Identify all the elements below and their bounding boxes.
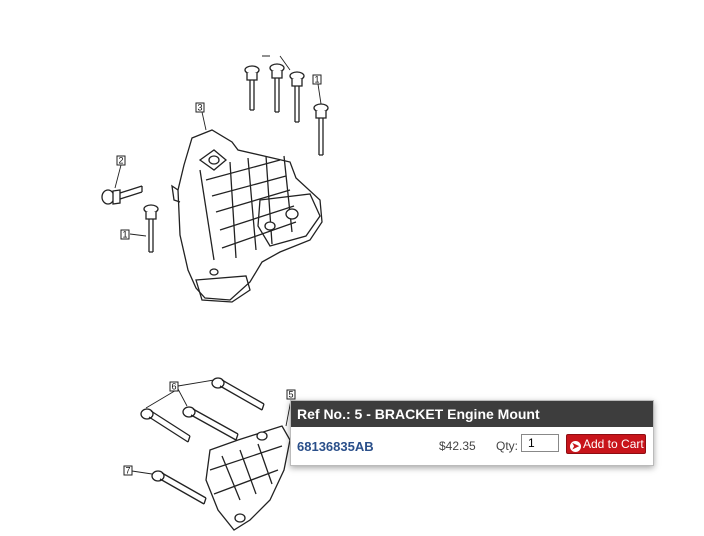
add-to-cart-label: Add to Cart <box>583 436 644 451</box>
bolt[interactable] <box>211 377 265 411</box>
popup-title: Ref No.: 5 - BRACKET Engine Mount <box>291 401 653 427</box>
upper-engine-mount-illustration <box>101 55 329 303</box>
bolt[interactable] <box>244 65 260 111</box>
callout-label: 5 <box>289 390 294 400</box>
bolt[interactable] <box>140 408 191 443</box>
callout-1-top[interactable]: 1 <box>312 74 322 85</box>
bolt[interactable] <box>151 470 207 505</box>
bolt[interactable] <box>289 71 305 123</box>
part-number-link[interactable]: 68136835AB <box>297 439 374 454</box>
callout-6[interactable]: 6 <box>169 381 179 392</box>
callout-label: 1 <box>123 230 128 240</box>
callout-label: 6 <box>172 382 177 392</box>
part-row: 68136835AB $42.35 Qty: ➤Add to Cart <box>291 427 653 465</box>
callout-label: 3 <box>198 103 203 113</box>
part-price: $42.35 <box>439 439 476 453</box>
callout-label: 2 <box>119 156 124 166</box>
callout-5[interactable]: 5 <box>286 389 296 400</box>
engine-mount-bracket[interactable] <box>205 425 291 531</box>
bolt[interactable] <box>182 406 239 441</box>
bolt[interactable] <box>143 204 159 253</box>
callout-7[interactable]: 7 <box>123 465 133 476</box>
lower-engine-mount-illustration <box>131 377 292 531</box>
callout-1-left[interactable]: 1 <box>120 229 130 240</box>
bolt[interactable] <box>101 185 143 205</box>
callout-label: 1 <box>315 75 320 85</box>
callout-2[interactable]: 2 <box>116 155 126 166</box>
add-to-cart-button[interactable]: ➤Add to Cart <box>566 434 646 454</box>
quantity-input[interactable] <box>521 434 559 452</box>
arrow-circle-right-icon: ➤ <box>570 440 581 452</box>
engine-mount[interactable] <box>171 129 323 303</box>
part-popup: Ref No.: 5 - BRACKET Engine Mount 681368… <box>290 400 654 466</box>
bolt[interactable] <box>269 63 285 113</box>
bolt[interactable] <box>313 103 329 156</box>
callout-label: 7 <box>126 466 131 476</box>
callout-3[interactable]: 3 <box>195 102 205 113</box>
qty-label: Qty: <box>496 439 519 453</box>
